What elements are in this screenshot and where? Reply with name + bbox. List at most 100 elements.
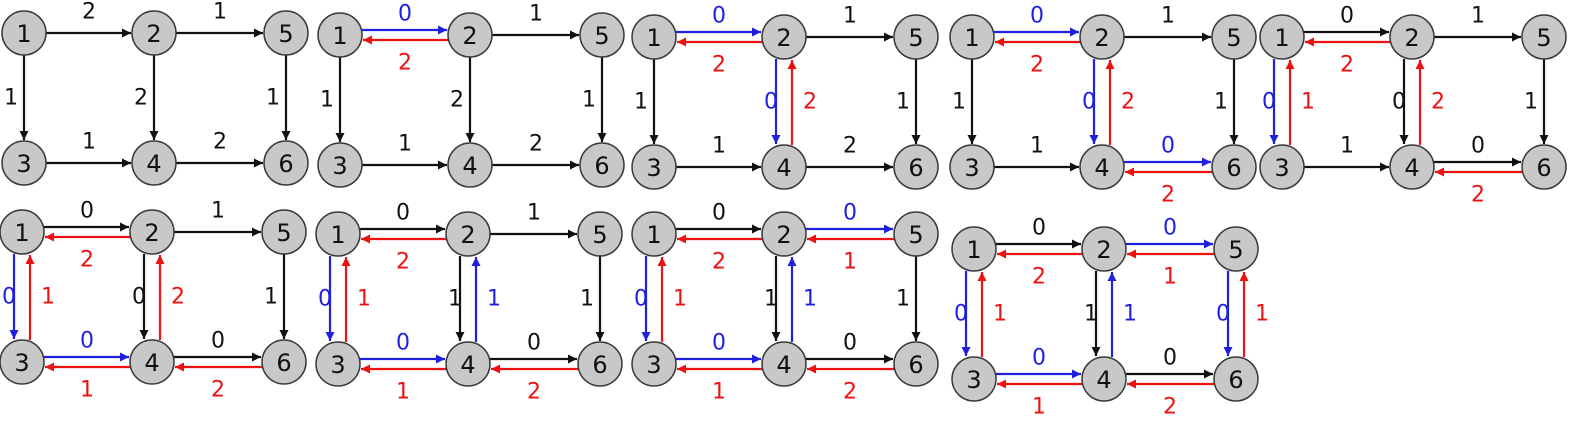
node-label: 3 xyxy=(964,154,979,182)
edge-capacity-label: 1 xyxy=(896,287,910,312)
edge-capacity-label: 2 xyxy=(1161,183,1175,208)
graph-node-3 xyxy=(951,356,997,402)
graph-node-6 xyxy=(263,140,309,186)
edge-capacity-label: 1 xyxy=(4,86,18,111)
node-label: 5 xyxy=(908,221,923,249)
node-label: 3 xyxy=(646,351,661,379)
node-label: 1 xyxy=(330,221,345,249)
edge-capacity-label: 1 xyxy=(320,88,334,113)
edge-capacity-label: 1 xyxy=(764,287,778,312)
graph-node-2 xyxy=(447,12,493,58)
edge-capacity-label: 2 xyxy=(529,132,543,157)
edge-capacity-label: 0 xyxy=(211,329,225,354)
edge-capacity-label: 2 xyxy=(1121,90,1135,115)
edge-capacity-label: 1 xyxy=(1471,4,1485,29)
graph-node-5 xyxy=(1213,226,1259,272)
edge-capacity-label: 0 xyxy=(2,285,16,310)
node-label: 6 xyxy=(1228,366,1243,394)
edge-capacity-label: 0 xyxy=(843,201,857,226)
edge-capacity-label: 1 xyxy=(487,287,501,312)
edge-capacity-label: 2 xyxy=(712,53,726,78)
edge-capacity-label: 0 xyxy=(1340,4,1354,29)
graph-node-3 xyxy=(315,341,361,387)
graph-node-1 xyxy=(1,10,47,56)
node-label: 5 xyxy=(594,22,609,50)
edge-capacity-label: 1 xyxy=(529,2,543,27)
edge-capacity-label: 1 xyxy=(211,199,225,224)
node-label: 4 xyxy=(1094,154,1109,182)
node-label: 6 xyxy=(278,150,293,178)
edge-capacity-label: 1 xyxy=(398,132,412,157)
edge-capacity-label: 1 xyxy=(1030,134,1044,159)
edge-capacity-label: 1 xyxy=(357,287,371,312)
edge-capacity-label: 2 xyxy=(82,0,96,25)
graph-node-3 xyxy=(1,140,47,186)
edge-capacity-label: 0 xyxy=(132,285,146,310)
edge-capacity-label: 1 xyxy=(803,287,817,312)
edge-capacity-label: 1 xyxy=(952,90,966,115)
graph-node-2 xyxy=(761,211,807,257)
edge-capacity-label: 2 xyxy=(712,250,726,275)
edge-capacity-label: 1 xyxy=(264,285,278,310)
node-label: 2 xyxy=(1094,24,1109,52)
edge-capacity-label: 2 xyxy=(843,380,857,405)
node-label: 4 xyxy=(776,154,791,182)
node-label: 6 xyxy=(592,351,607,379)
graph-node-3 xyxy=(317,142,363,188)
graph-node-5 xyxy=(579,12,625,58)
node-label: 6 xyxy=(908,154,923,182)
node-label: 6 xyxy=(908,351,923,379)
edge-capacity-label: 1 xyxy=(80,378,94,403)
edge-capacity-label: 2 xyxy=(213,130,227,155)
node-label: 3 xyxy=(332,152,347,180)
edge-capacity-label: 1 xyxy=(1340,134,1354,159)
edge-capacity-label: 0 xyxy=(396,201,410,226)
edge-capacity-label: 1 xyxy=(396,380,410,405)
graph-node-6 xyxy=(893,341,939,387)
graph-node-1 xyxy=(631,14,677,60)
graph-node-6 xyxy=(579,142,625,188)
edge-capacity-label: 1 xyxy=(213,0,227,25)
graph-node-1 xyxy=(0,209,45,255)
edge-capacity-label: 1 xyxy=(1301,90,1315,115)
edge-capacity-label: 1 xyxy=(896,90,910,115)
node-label: 2 xyxy=(460,221,475,249)
graph-node-5 xyxy=(1211,14,1257,60)
edge-capacity-label: 2 xyxy=(396,250,410,275)
edge-capacity-label: 1 xyxy=(673,287,687,312)
edge-capacity-label: 2 xyxy=(211,378,225,403)
graph-node-1 xyxy=(949,14,995,60)
edge-capacity-label: 2 xyxy=(1163,395,1177,420)
edge-capacity-label: 2 xyxy=(171,285,185,310)
node-label: 1 xyxy=(966,236,981,264)
node-label: 4 xyxy=(146,150,161,178)
node-label: 6 xyxy=(594,152,609,180)
graph-node-6 xyxy=(893,144,939,190)
edge-capacity-label: 0 xyxy=(80,199,94,224)
node-label: 3 xyxy=(330,351,345,379)
graph-node-5 xyxy=(263,10,309,56)
edge-capacity-label: 0 xyxy=(712,201,726,226)
graph-node-2 xyxy=(445,211,491,257)
edge-capacity-label: 1 xyxy=(41,285,55,310)
edge-capacity-label: 1 xyxy=(266,86,280,111)
edge-capacity-label: 2 xyxy=(1032,265,1046,290)
edge-capacity-label: 1 xyxy=(1214,90,1228,115)
edge-capacity-label: 2 xyxy=(398,51,412,76)
edge-capacity-label: 0 xyxy=(1161,134,1175,159)
edge-capacity-label: 1 xyxy=(712,380,726,405)
graph-node-6 xyxy=(261,339,307,385)
edge-capacity-label: 1 xyxy=(712,134,726,159)
graph-node-5 xyxy=(261,209,307,255)
graph-node-5 xyxy=(577,211,623,257)
edge-capacity-label: 1 xyxy=(1163,265,1177,290)
edge-capacity-label: 1 xyxy=(582,88,596,113)
node-label: 6 xyxy=(1226,154,1241,182)
edge-capacity-label: 0 xyxy=(1032,216,1046,241)
edge-capacity-label: 1 xyxy=(82,130,96,155)
node-label: 4 xyxy=(776,351,791,379)
graph-node-4 xyxy=(1081,356,1127,402)
